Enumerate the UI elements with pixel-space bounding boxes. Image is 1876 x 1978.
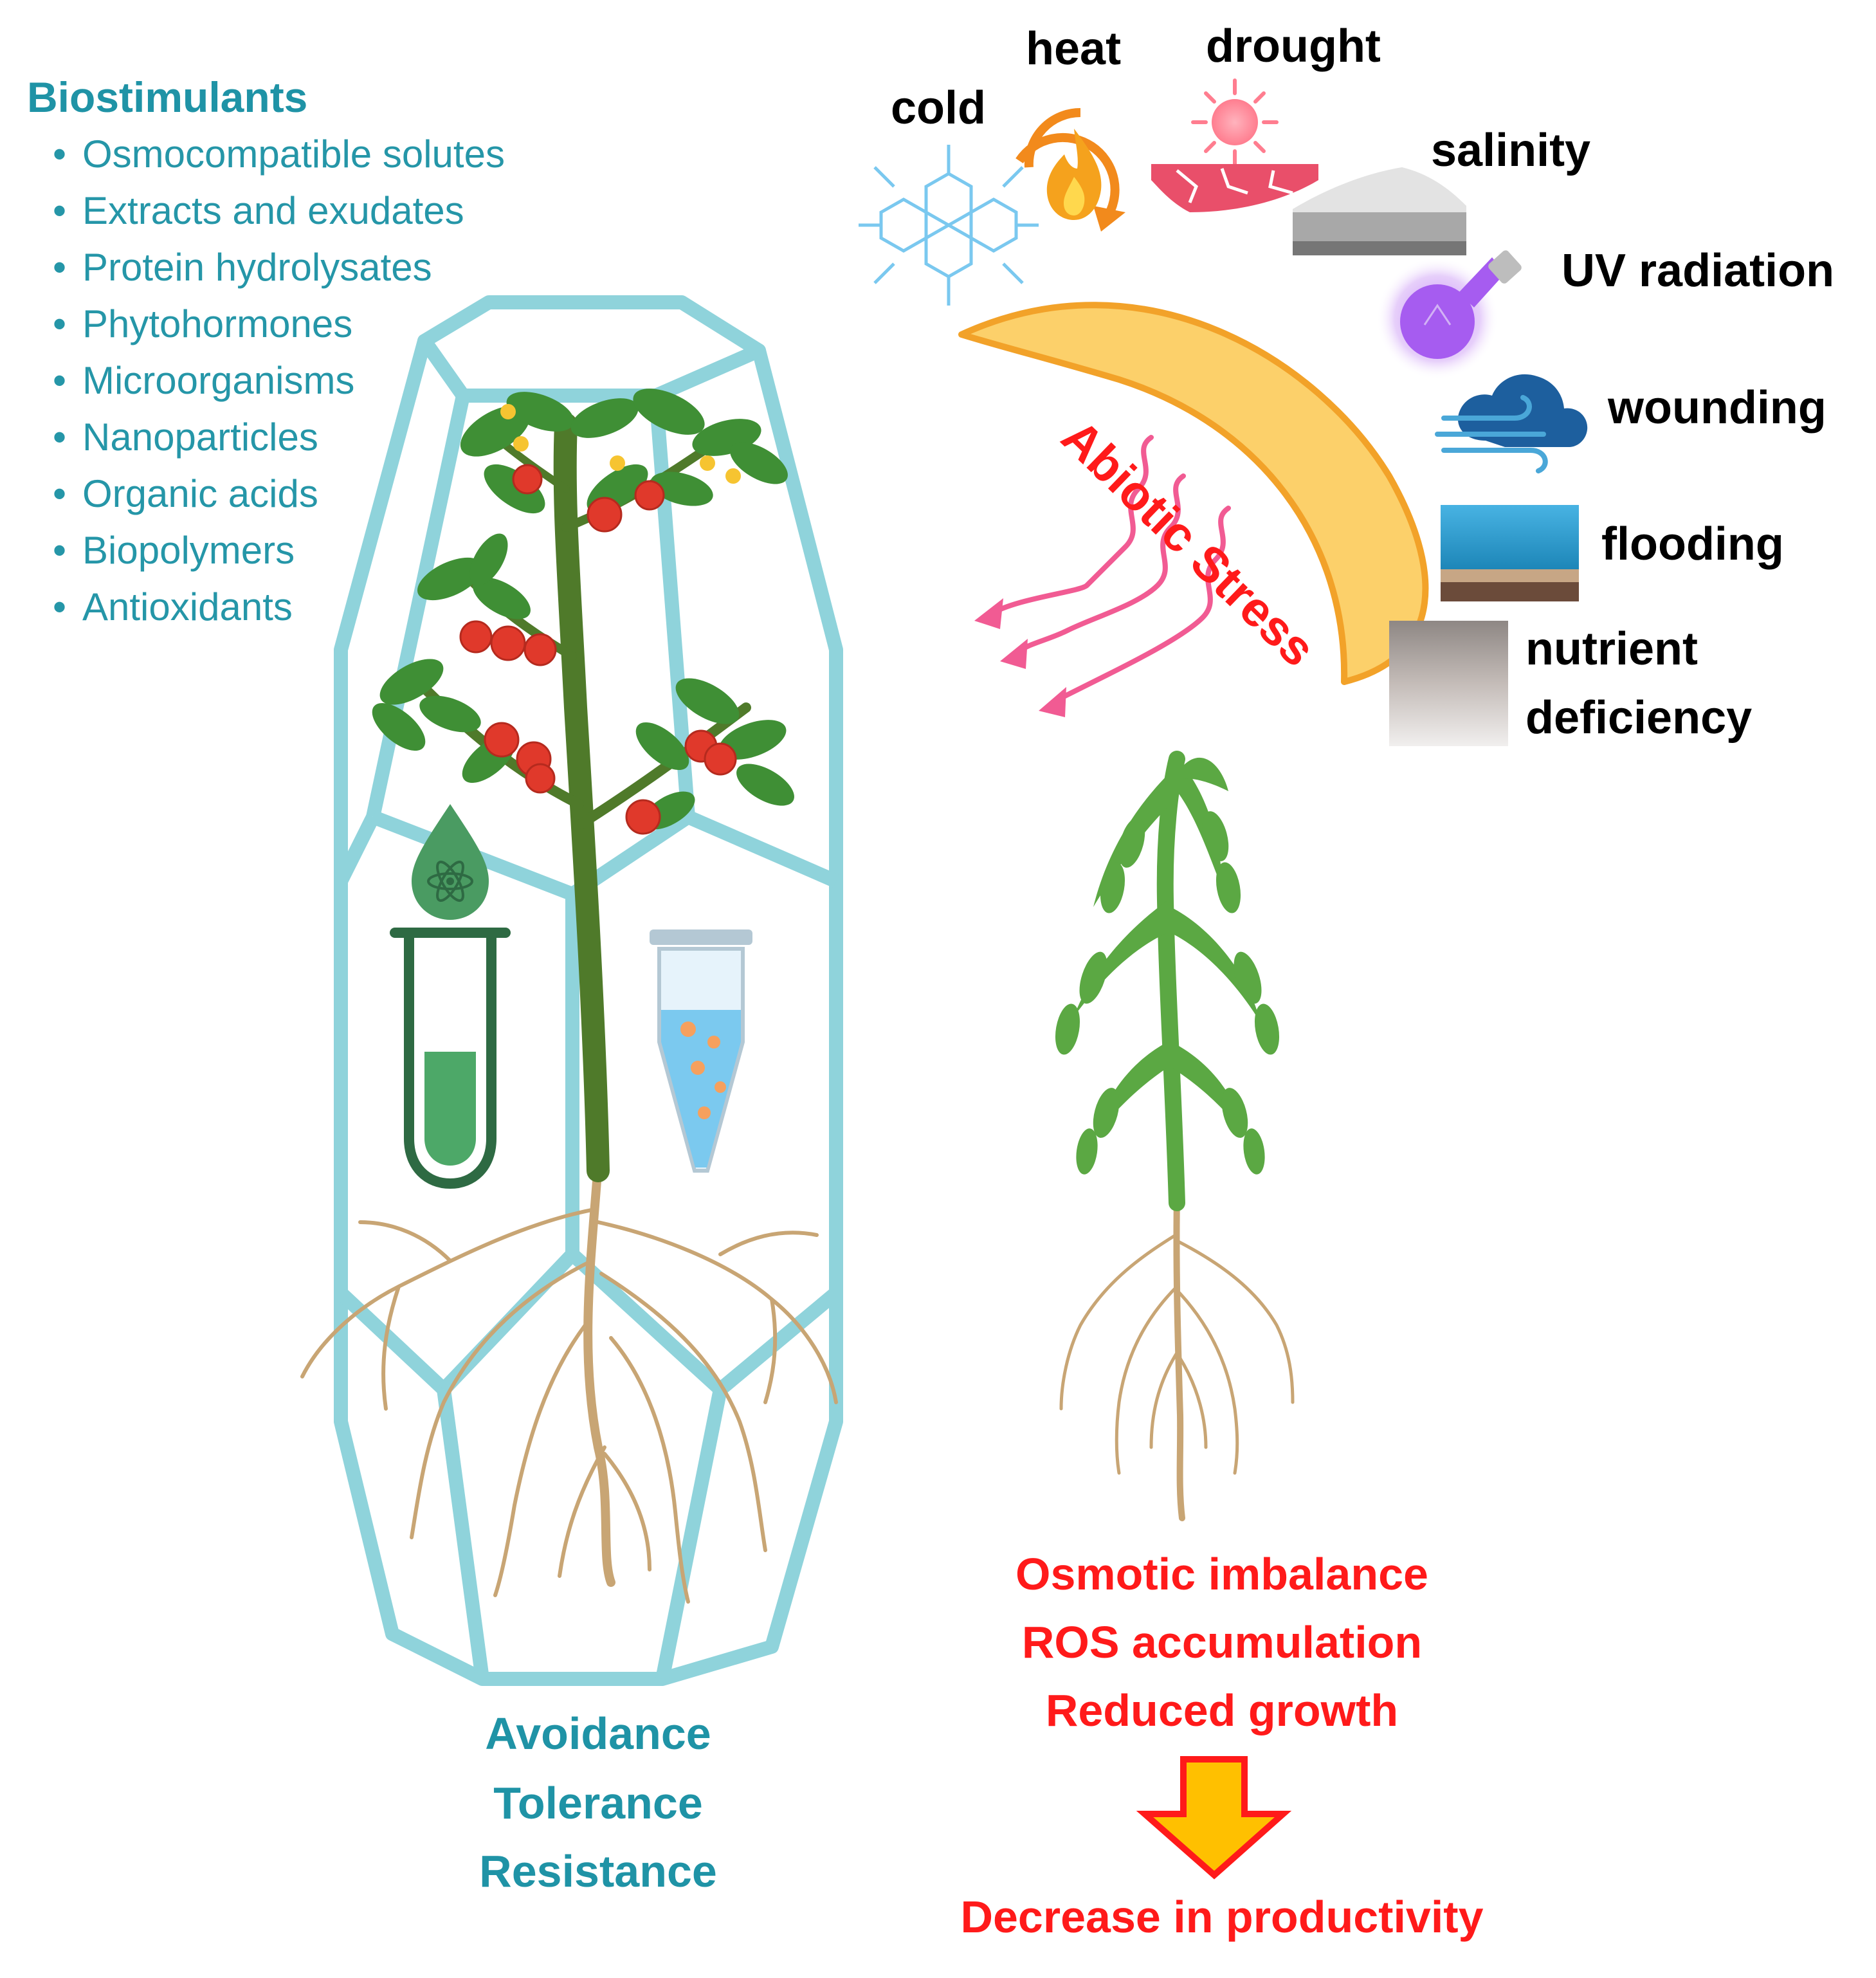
snowflake-icon: [859, 145, 1039, 306]
stress-label-cold: cold: [891, 82, 987, 134]
stress-label-wounding: wounding: [1608, 382, 1826, 434]
heat-icon: [1015, 107, 1125, 232]
biostimulant-item: •Osmocompatible solutes: [53, 133, 505, 176]
stress-label-flooding: flooding: [1601, 518, 1784, 570]
radiation-arrows: [988, 435, 1231, 704]
uv-lamp-icon: [1376, 250, 1522, 380]
microtube-icon: [650, 929, 752, 1173]
biostimulant-item: •Nanoparticles: [53, 416, 318, 459]
stress-label-drought: drought: [1206, 21, 1381, 72]
consequence-osmotic: Osmotic imbalance: [1015, 1549, 1428, 1599]
salinity-icon: [1293, 167, 1466, 255]
consequence-productivity: Decrease in productivity: [960, 1892, 1484, 1942]
tomato-flowers: [500, 404, 741, 484]
stress-label-nutrient: nutrient: [1525, 623, 1698, 675]
response-avoidance: Avoidance: [485, 1708, 711, 1759]
drought-icon: [1151, 78, 1318, 212]
radiation-arrowheads: [974, 598, 1066, 717]
biostimulant-item: •Phytohormones: [53, 302, 353, 345]
response-resistance: Resistance: [479, 1846, 717, 1896]
stress-label-uv: UV radiation: [1562, 245, 1835, 297]
biostimulant-item: •Extracts and exudates: [53, 189, 464, 232]
flooding-icon: [1441, 505, 1579, 601]
soil-layers-icon: [1389, 621, 1508, 746]
consequence-growth: Reduced growth: [1045, 1685, 1399, 1735]
consequence-ros: ROS accumulation: [1021, 1617, 1423, 1667]
healthy-foliage: [372, 389, 794, 830]
stress-label-salinity: salinity: [1431, 125, 1591, 176]
healthy-root-system: [300, 1160, 838, 1604]
biostimulants-list: •Osmocompatible solutes •Extracts and ex…: [53, 126, 505, 636]
response-tolerance: Tolerance: [493, 1778, 703, 1828]
biostimulant-item: •Organic acids: [53, 472, 318, 515]
wind-cloud-icon: [1435, 374, 1588, 473]
biostimulant-item: •Biopolymers: [53, 529, 295, 572]
biostimulant-item: •Antioxidants: [53, 585, 293, 628]
stress-label-deficiency: deficiency: [1525, 692, 1753, 744]
biostimulants-title: Biostimulants: [27, 73, 308, 121]
wilted-foliage: [1055, 757, 1280, 1175]
wilted-stem: [1156, 751, 1185, 1211]
down-arrow: [1136, 1756, 1292, 1880]
tomato-fruits: [459, 464, 737, 835]
phytohormone-drop-icon: [412, 804, 489, 920]
stress-label-heat: heat: [1026, 23, 1122, 75]
wilted-root-system: [1059, 1193, 1295, 1521]
biostimulant-item: •Protein hydrolysates: [53, 246, 432, 289]
test-tube-icon: [390, 928, 511, 1189]
biostimulant-item: •Microorganisms: [53, 359, 355, 402]
